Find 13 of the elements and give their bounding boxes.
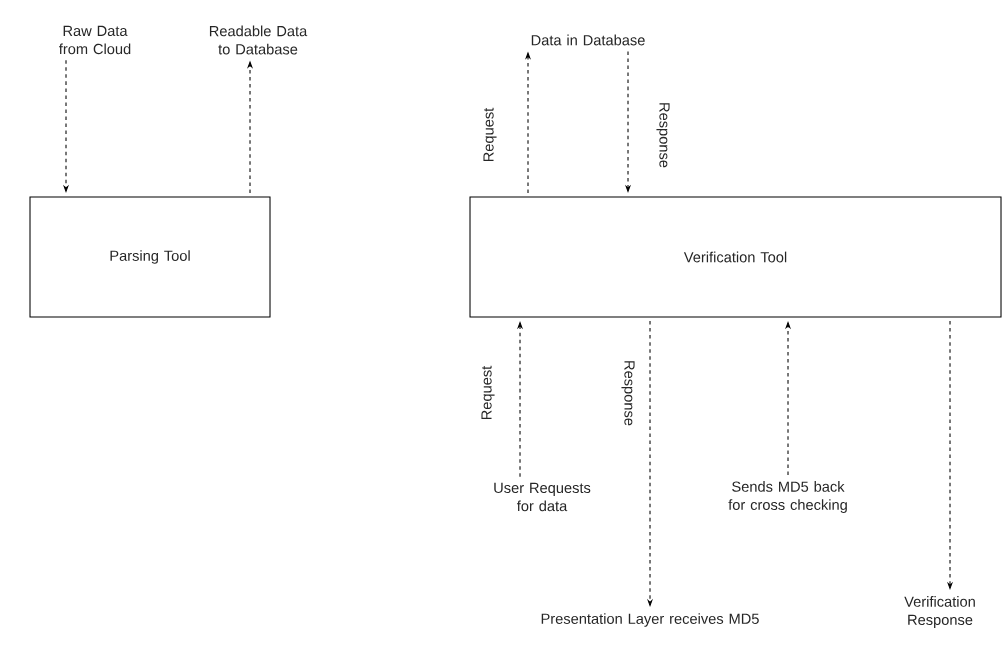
process-box: Verification Tool <box>469 196 1002 318</box>
text-label: Presentation Layer receives MD5 <box>541 613 759 627</box>
edge-label: Request <box>480 364 496 422</box>
text-label: Raw Data from Cloud <box>59 25 131 55</box>
text-label: User Requests for data <box>494 482 591 512</box>
edge-label: Response <box>620 358 636 428</box>
text-label: Verification Response <box>904 596 975 628</box>
text-label: Data in Database <box>531 34 645 46</box>
text-label: Sends MD5 back for cross checking <box>728 481 847 513</box>
process-box: Parsing Tool <box>29 196 271 318</box>
text-label: Readable Data to Database <box>209 25 308 55</box>
edge-label: Request <box>482 106 498 164</box>
edge-label: Response <box>655 100 671 170</box>
